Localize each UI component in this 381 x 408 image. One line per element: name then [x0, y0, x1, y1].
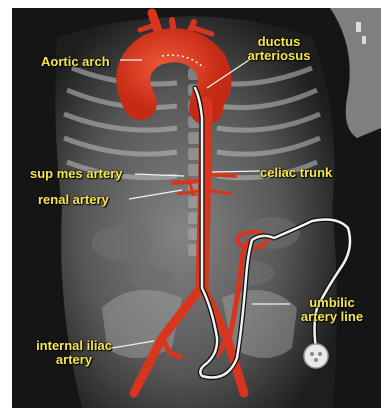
label-celiac-trunk: celiac trunk	[260, 166, 332, 180]
label-ductus-line2: arteriosus	[238, 49, 320, 63]
label-aortic-arch: Aortic arch	[41, 55, 110, 69]
label-sup-mes-artery: sup mes artery	[30, 167, 123, 181]
label-renal-artery: renal artery	[38, 193, 109, 207]
celiac-trunk-vessel	[204, 174, 237, 176]
label-umbilic-line2: artery line	[287, 310, 377, 324]
label-umbilic-line1: umbilic	[287, 296, 377, 310]
label-iliac-line1: internal iliac	[26, 339, 122, 353]
marker-icon	[356, 22, 361, 32]
label-internal-iliac-artery: internal iliac artery	[26, 339, 122, 367]
label-iliac-line2: artery	[26, 353, 122, 367]
label-umbilic-artery-line: umbilic artery line	[287, 296, 377, 324]
label-ductus-arteriosus: ductus arteriosus	[238, 35, 320, 63]
catheter-hub-icon	[304, 344, 328, 368]
marker-icon-2	[362, 36, 366, 44]
label-ductus-line1: ductus	[238, 35, 320, 49]
